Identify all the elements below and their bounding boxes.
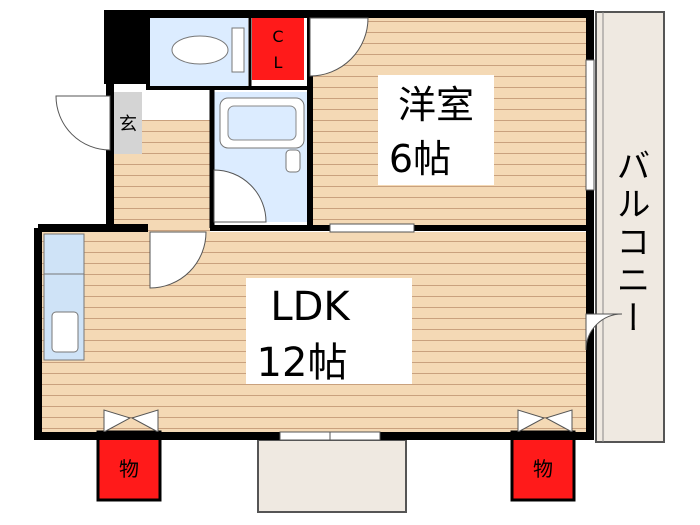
window-balcony [585,59,595,191]
ldk-name: LDK [270,284,351,330]
storage-left-label: 物 [119,457,139,481]
balcony-label: バルコニー [610,148,650,338]
storage-left [96,430,162,502]
window-western [329,223,415,233]
ldk-size: 12帖 [257,340,348,386]
western-room-size: 6帖 [389,137,451,181]
pillar [104,14,148,84]
lower-balcony [257,439,407,513]
closet [252,18,304,80]
entrance-label: 玄 [119,114,137,135]
closet-label-c: C [272,27,283,46]
toilet-fixture [171,35,229,65]
western-room-label-bg [378,75,494,185]
closet-label-l: L [274,53,283,72]
storage-right-label: 物 [533,457,553,481]
entrance-tile [114,92,142,154]
door-swings [55,17,623,351]
ldk-label-bg [246,278,412,384]
western-room-name: 洋室 [398,83,474,127]
balcony-area [595,11,665,443]
kitchen-sink [51,311,79,353]
